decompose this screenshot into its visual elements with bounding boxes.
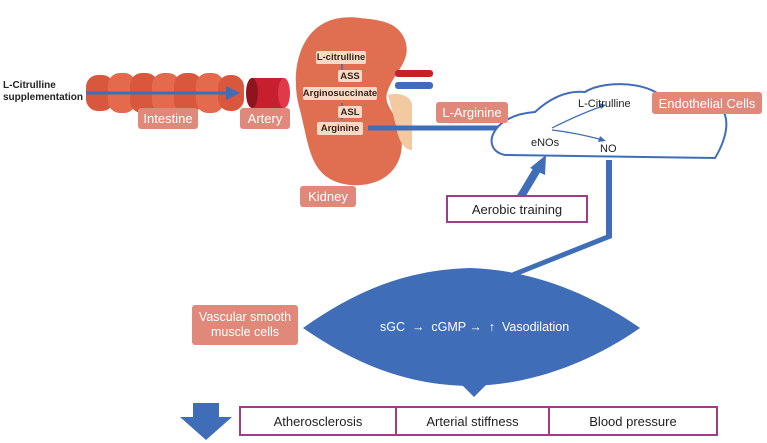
aerobic-training-box: Aerobic training [446, 195, 588, 223]
vascular-smooth-muscle-shape [303, 268, 640, 386]
ass-label: ASS [338, 70, 362, 82]
k-citrulline-label: L-citrulline [316, 51, 366, 64]
outcome-atherosclerosis: Atherosclerosis [239, 406, 397, 436]
arginine-label: Arginine [317, 122, 363, 135]
outcome-blood-pressure: Blood pressure [548, 406, 718, 436]
artery-graphic [246, 78, 290, 108]
kidney-label: Kidney [300, 186, 356, 207]
pathway-text: sGC → cGMP → ↑ Vasodilation [380, 320, 570, 334]
intestine-label: Intestine [138, 108, 198, 129]
enos-label: eNOs [531, 137, 560, 149]
kidney-graphic [295, 17, 433, 186]
outcome-arterial-stiffness: Arterial stiffness [395, 406, 550, 436]
endothelial-cells-label: Endothelial Cells [652, 92, 762, 114]
supplement-label: L-Citrulline supplementation [3, 80, 84, 103]
no-label: NO [600, 143, 617, 155]
argininosuccinate-label: Arginosuccinate [302, 87, 378, 100]
vsmc-label: Vascular smooth muscle cells [192, 305, 298, 345]
l-arginine-label: L-Arginine [436, 102, 508, 123]
aerobic-arrow [516, 165, 542, 201]
endo-citrulline-label: L-Citrulline [578, 98, 631, 110]
asl-label: ASL [338, 106, 362, 118]
artery-label: Artery [240, 108, 290, 129]
